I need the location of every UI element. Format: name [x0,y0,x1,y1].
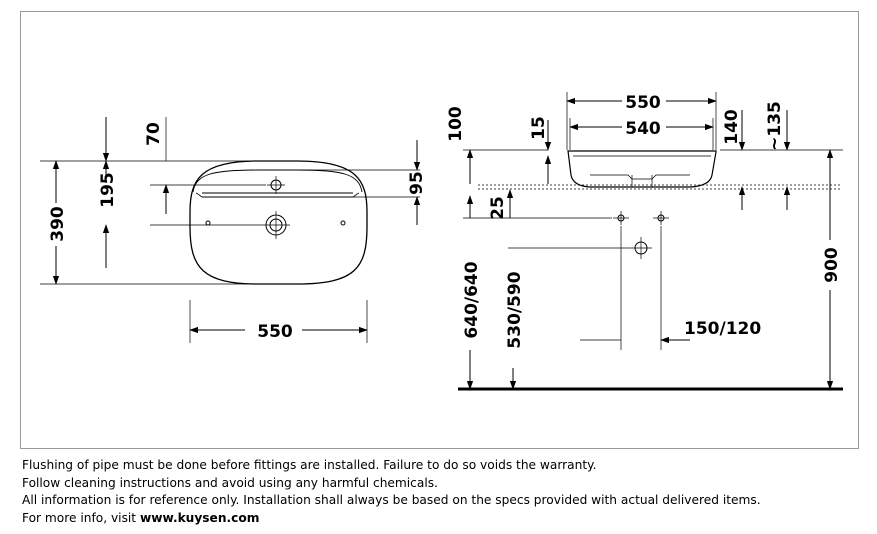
website-link[interactable]: www.kuysen.com [139,510,260,525]
basin-outline [189,160,368,285]
dim-150-120: 150/120 [684,319,761,339]
top-view [40,117,421,343]
dim-390: 390 [48,206,68,242]
tap-hole-icon [267,176,285,194]
note-cleaning: Follow cleaning instructions and avoid u… [22,475,438,490]
dim-900: 900 [822,247,842,283]
note-more-info-text: For more info, visit [22,510,140,525]
waste-outlet-icon [630,237,652,259]
dim-640-640: 640/640 [462,261,482,338]
dim-540: 540 [625,119,661,139]
dim-15: 15 [529,116,549,140]
dim-95: 95 [407,171,427,195]
note-reference: All information is for reference only. I… [22,493,761,508]
dim-135: ~135 [765,101,785,151]
drawing-frame [20,11,859,449]
note-flushing: Flushing of pipe must be done before fit… [22,458,597,472]
overflow-right-icon [340,220,346,226]
side-view [458,92,843,391]
supply-left-icon [613,211,629,225]
dim-70: 70 [144,122,164,146]
notes-block: Flushing of pipe must be done before fit… [22,457,761,527]
basin-rim [192,169,363,193]
dim-100: 100 [446,106,466,142]
dim-550-top: 550 [257,322,293,342]
basin-profile [567,150,717,188]
supply-right-icon [653,211,669,225]
drain-icon [262,211,290,239]
dim-195: 195 [98,172,118,208]
overflow-left-icon [205,220,211,226]
top-view-labels: 390 195 70 95 550 [48,122,427,342]
dim-530-590: 530/590 [505,271,525,348]
dim-550-side: 550 [625,93,661,113]
dim-140: 140 [722,109,742,145]
dim-25: 25 [488,196,508,220]
side-view-labels: 550 540 15 100 25 140 ~135 900 640/640 5… [446,93,842,349]
note-more-info: For more info, visit www.kuysen.com [22,510,761,528]
